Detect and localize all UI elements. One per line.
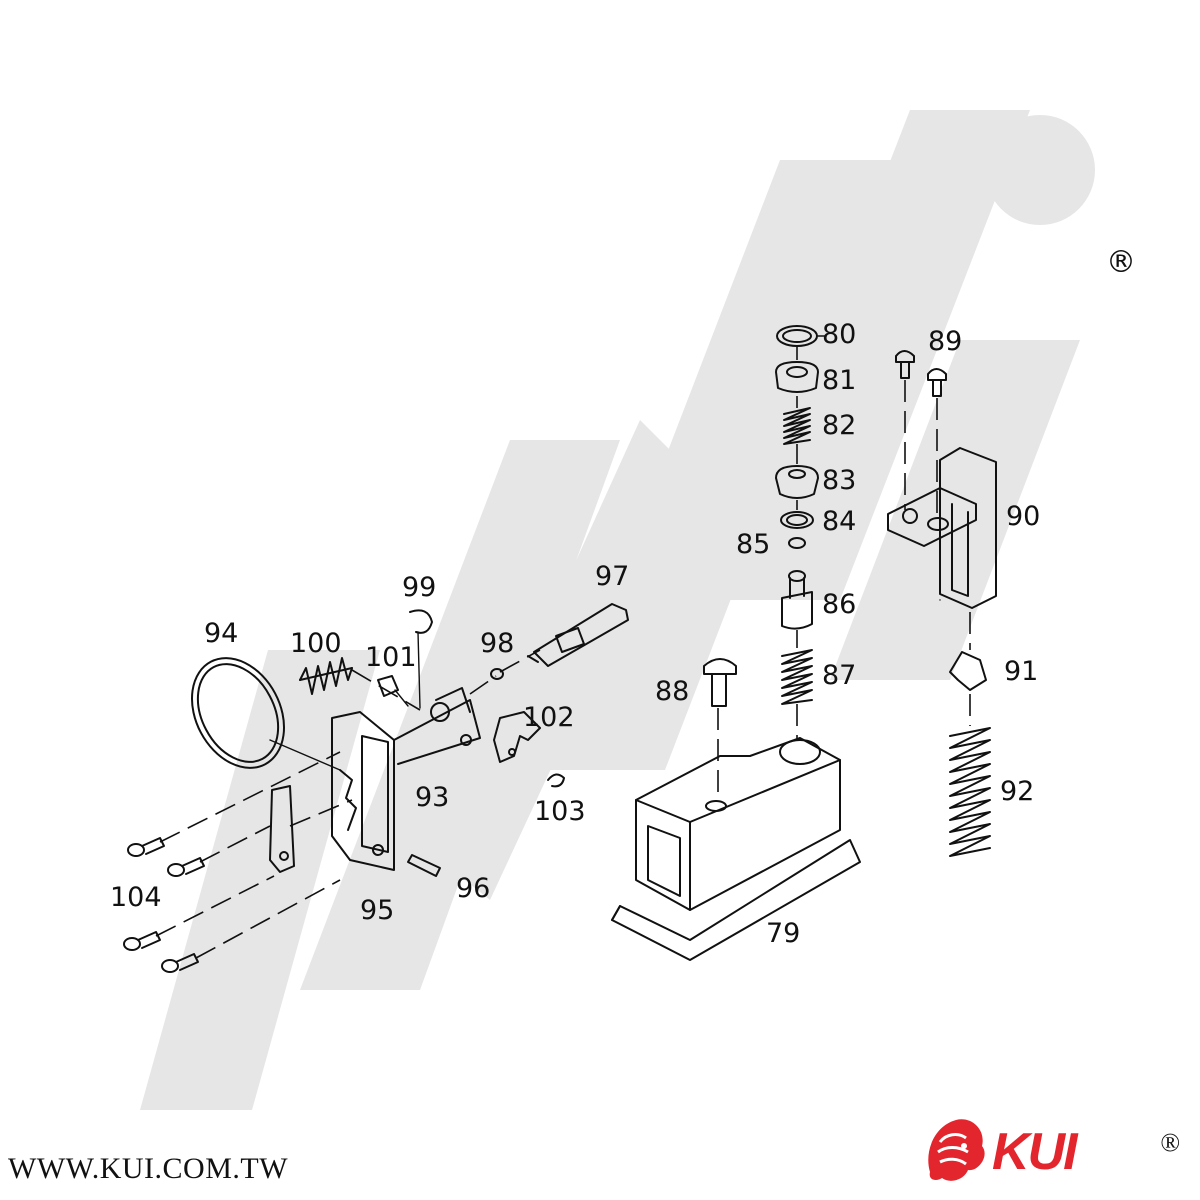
registered-trademark-mark: ® xyxy=(1106,245,1136,280)
part-93-hammer-block xyxy=(331,687,481,871)
callout-87: 87 xyxy=(822,660,856,691)
part-94-o-ring xyxy=(190,657,286,769)
part-89-screws xyxy=(895,350,947,397)
callout-101: 101 xyxy=(365,642,417,673)
part-callouts: 80 81 82 83 84 85 86 87 88 79 89 90 91 9… xyxy=(110,319,1040,949)
footer-website-url: WWW.KUI.COM.TW xyxy=(8,1152,289,1185)
part-79-magazine-body xyxy=(611,737,861,961)
part-82-spring xyxy=(783,407,811,445)
part-88-screw xyxy=(703,658,737,707)
callout-91: 91 xyxy=(1004,656,1038,687)
callout-97: 97 xyxy=(595,561,629,592)
assembly-guide-lines-right xyxy=(904,380,971,726)
callout-93: 93 xyxy=(415,782,449,813)
part-98-washer xyxy=(490,668,504,680)
assembly-guide-lines-left xyxy=(155,649,541,959)
callout-90: 90 xyxy=(1006,501,1040,532)
callout-102: 102 xyxy=(523,702,575,733)
part-97-valve-stem xyxy=(527,603,629,667)
callout-85: 85 xyxy=(736,529,770,560)
part-100-spring xyxy=(299,657,353,695)
callout-83: 83 xyxy=(822,465,856,496)
callout-94: 94 xyxy=(204,618,238,649)
brand-registered-mark: ® xyxy=(1160,1128,1180,1157)
callout-95: 95 xyxy=(360,895,394,926)
part-99-clip xyxy=(409,609,433,709)
part-81-cap xyxy=(775,361,819,393)
part-83-valve-seat xyxy=(775,465,819,499)
callout-92: 92 xyxy=(1000,776,1034,807)
part-101-screw xyxy=(377,675,409,707)
callout-99: 99 xyxy=(402,572,436,603)
callout-82: 82 xyxy=(822,410,856,441)
part-87-spring xyxy=(781,649,813,705)
callout-104: 104 xyxy=(110,882,162,913)
callout-leaders xyxy=(817,335,941,601)
callout-89: 89 xyxy=(928,326,962,357)
part-86-valve-body xyxy=(781,570,813,630)
lion-head-icon xyxy=(928,1119,985,1181)
callout-100: 100 xyxy=(290,628,342,659)
kui-watermark xyxy=(140,110,1095,1110)
callout-84: 84 xyxy=(822,506,856,537)
part-91-spring-cap xyxy=(949,651,987,691)
part-92-spring xyxy=(949,727,991,857)
part-102-lever xyxy=(493,711,541,763)
part-85-o-ring xyxy=(788,537,806,549)
kui-brand-logo: KUI ® xyxy=(920,1108,1190,1188)
callout-88: 88 xyxy=(655,676,689,707)
kui-wordmark: KUI xyxy=(992,1123,1078,1181)
part-95-trigger-bar xyxy=(269,785,295,873)
callout-79: 79 xyxy=(766,918,800,949)
callout-86: 86 xyxy=(822,589,856,620)
callout-81: 81 xyxy=(822,365,856,396)
callout-103: 103 xyxy=(534,796,586,827)
part-104-screws xyxy=(123,837,205,973)
part-84-washer xyxy=(780,511,814,529)
part-103-e-clip xyxy=(547,773,565,788)
callout-98: 98 xyxy=(480,628,514,659)
callout-80: 80 xyxy=(822,319,856,350)
part-96-pin xyxy=(407,854,441,877)
callout-96: 96 xyxy=(456,873,490,904)
part-90-magazine-catch xyxy=(887,447,997,609)
assembly-guide-lines-center xyxy=(717,346,798,800)
